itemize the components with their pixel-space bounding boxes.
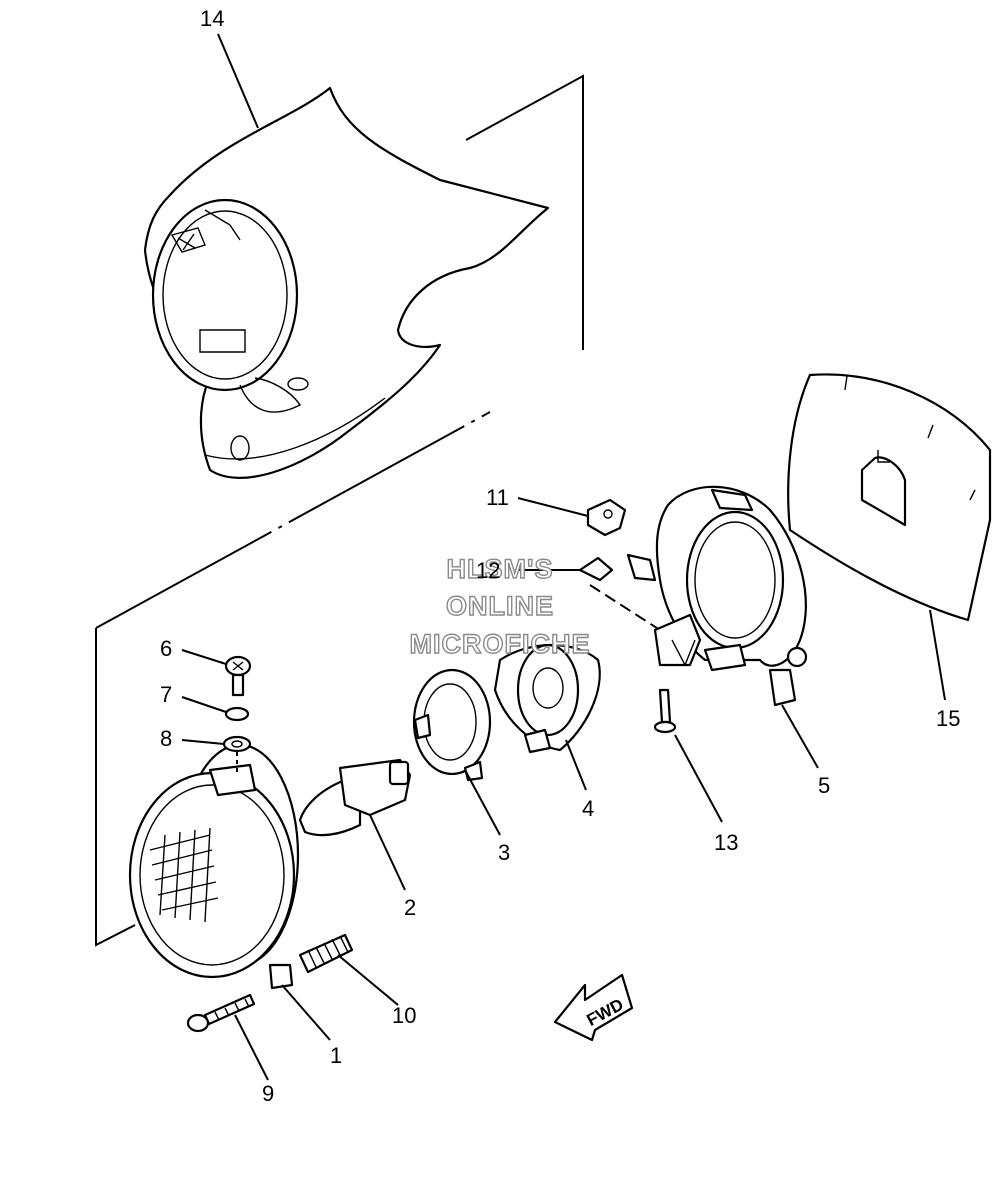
callout-3: 3 [498,840,510,865]
callout-13: 13 [714,830,738,855]
screw-part-13 [653,688,677,734]
clip-part-11 [586,498,627,537]
leader-5 [781,704,819,769]
mounting-plane-outline [95,74,584,947]
callout-1: 1 [330,1043,342,1068]
watermark-line-1: HLSM'S [447,554,554,584]
leader-3 [464,769,501,836]
screw-part-6 [224,655,252,697]
headlight-housing-part-14 [143,86,550,479]
leader-4 [565,739,587,791]
leader-11 [517,497,589,517]
washer-part-8 [222,735,252,753]
callout-5: 5 [818,773,830,798]
leader-14 [217,33,259,129]
leader-7 [181,696,227,713]
clip-part-12 [578,556,614,582]
socket-cover-part-4 [493,643,601,754]
callout-9: 9 [262,1081,274,1106]
leader-10 [337,954,399,1006]
callout-labels: 14 11 12 15 6 7 8 5 4 13 3 2 10 1 9 [160,6,960,1106]
leader-12 [515,569,661,631]
watermark-line-2: ONLINE [446,591,554,621]
lock-washer-part-7 [224,706,250,722]
leader-9 [234,1014,269,1081]
leader-8 [181,739,238,772]
leader-2 [369,814,406,891]
forward-direction-arrow: FWD [553,973,634,1042]
callout-4: 4 [582,796,594,821]
leader-6 [181,649,227,665]
backing-sheet-part-15 [787,373,992,622]
callout-6: 6 [160,636,172,661]
callout-10: 10 [392,1003,416,1028]
retaining-ring-part-3 [412,668,492,782]
leader-1 [281,984,331,1041]
leader-13 [674,734,723,823]
callout-12: 12 [476,558,500,583]
callout-15: 15 [936,706,960,731]
adjuster-block [653,613,702,667]
bulb-part-2 [298,758,412,837]
watermark-line-3: MICROFICHE [410,629,591,659]
callout-11: 11 [486,485,509,510]
callout-8: 8 [160,726,172,751]
callout-2: 2 [404,895,416,920]
callout-7: 7 [160,682,172,707]
screw-part-9 [186,993,256,1033]
spring-part-10 [298,933,354,974]
watermark: HLSM'S ONLINE MICROFICHE [409,553,591,659]
callout-14: 14 [200,6,224,31]
leader-15 [929,609,946,701]
bracket-ring-part-5 [626,485,808,707]
headlight-unit-part-1 [128,743,300,990]
